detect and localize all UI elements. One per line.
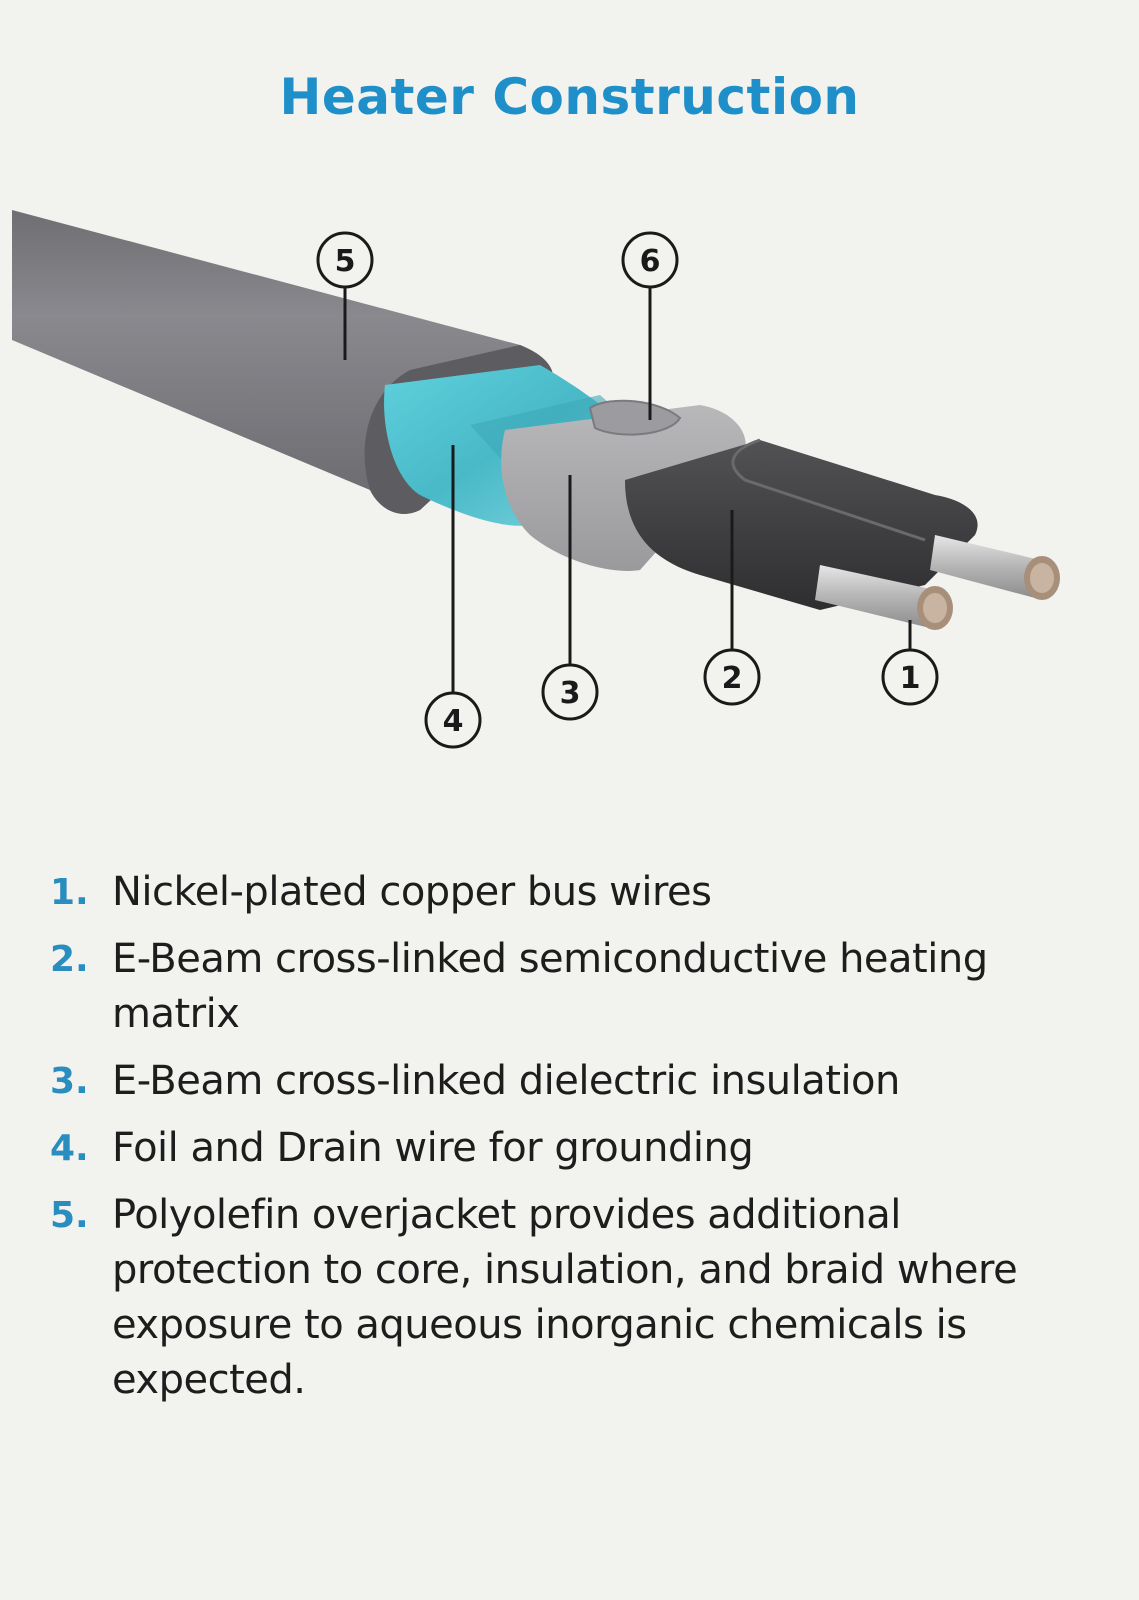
callout-2: 2	[705, 650, 759, 704]
callout-5: 5	[318, 233, 372, 287]
callout-4: 4	[426, 693, 480, 747]
page-title: Heater Construction	[0, 62, 1139, 132]
legend-number: 2.	[50, 932, 112, 987]
callout-3-label: 3	[560, 676, 581, 711]
callout-5-label: 5	[335, 244, 356, 279]
cable-diagram: 5 6 4 3 2 1	[0, 190, 1139, 770]
legend-text: Polyolefin overjacket provides additiona…	[112, 1188, 1110, 1408]
legend-text: E-Beam cross-linked dielectric insulatio…	[112, 1054, 1110, 1109]
construction-legend: 1. Nickel-plated copper bus wires 2. E-B…	[50, 865, 1110, 1420]
legend-number: 4.	[50, 1121, 112, 1176]
callout-3: 3	[543, 665, 597, 719]
legend-text: E-Beam cross-linked semiconductive heati…	[112, 932, 1110, 1042]
heating-matrix-shape	[625, 440, 978, 610]
legend-item: 3. E-Beam cross-linked dielectric insula…	[50, 1054, 1110, 1109]
legend-item: 5. Polyolefin overjacket provides additi…	[50, 1188, 1110, 1408]
legend-item: 4. Foil and Drain wire for grounding	[50, 1121, 1110, 1176]
legend-number: 5.	[50, 1188, 112, 1243]
legend-text: Nickel-plated copper bus wires	[112, 865, 1110, 920]
legend-number: 3.	[50, 1054, 112, 1109]
callout-1: 1	[883, 650, 937, 704]
callout-2-label: 2	[722, 661, 743, 696]
legend-item: 1. Nickel-plated copper bus wires	[50, 865, 1110, 920]
callout-6-label: 6	[640, 244, 661, 279]
legend-item: 2. E-Beam cross-linked semiconductive he…	[50, 932, 1110, 1042]
legend-number: 1.	[50, 865, 112, 920]
legend-text: Foil and Drain wire for grounding	[112, 1121, 1110, 1176]
callout-6: 6	[623, 233, 677, 287]
callout-1-label: 1	[900, 661, 921, 696]
callout-4-label: 4	[443, 704, 464, 739]
